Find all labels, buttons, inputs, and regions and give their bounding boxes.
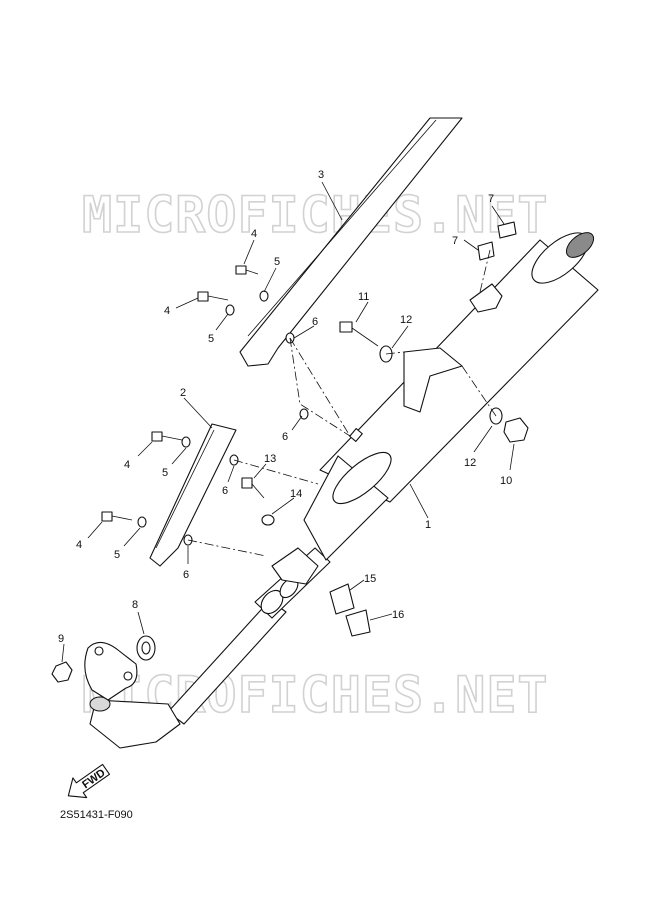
callout-5-c: 5 [162, 467, 168, 479]
callout-11: 11 [358, 291, 369, 303]
callout-7-lower: 7 [452, 235, 458, 247]
callout-7-upper: 7 [488, 193, 494, 205]
callout-5-a: 5 [274, 256, 280, 268]
callout-6-c: 6 [222, 485, 228, 497]
callout-6-b: 6 [282, 431, 288, 443]
callout-13: 13 [264, 453, 276, 465]
callout-4-a: 4 [251, 228, 257, 240]
diagram-code: 2S51431-F090 [60, 809, 133, 821]
callout-4-d: 4 [76, 539, 82, 551]
watermark-top: MICROFICHES.NET [82, 186, 549, 244]
callout-15: 15 [364, 573, 376, 585]
callout-6-d: 6 [183, 569, 189, 581]
callout-4-c: 4 [124, 459, 130, 471]
callout-8: 8 [132, 599, 138, 611]
callout-6-a: 6 [312, 316, 318, 328]
lower-heat-protector [149, 423, 237, 567]
callout-9: 9 [58, 633, 64, 645]
callout-5-d: 5 [114, 549, 120, 561]
callout-1: 1 [425, 519, 431, 531]
callout-3: 3 [318, 169, 324, 181]
callout-2: 2 [180, 387, 186, 399]
fwd-arrow: FWD [67, 763, 111, 799]
callout-10: 10 [500, 475, 512, 487]
assembly-lines [61, 181, 515, 663]
callout-4-b: 4 [164, 305, 170, 317]
callout-5-b: 5 [208, 333, 214, 345]
callout-12-a: 12 [400, 314, 412, 326]
callout-labels: 3 7 7 4 5 4 5 6 6 11 12 2 4 5 6 13 14 1 … [58, 169, 512, 645]
callout-16: 16 [392, 609, 404, 621]
upper-heat-protector [239, 117, 463, 367]
callout-14: 14 [290, 488, 302, 500]
callout-12-b: 12 [464, 457, 476, 469]
muffler-assembly [84, 232, 599, 749]
small-hardware [51, 221, 529, 683]
